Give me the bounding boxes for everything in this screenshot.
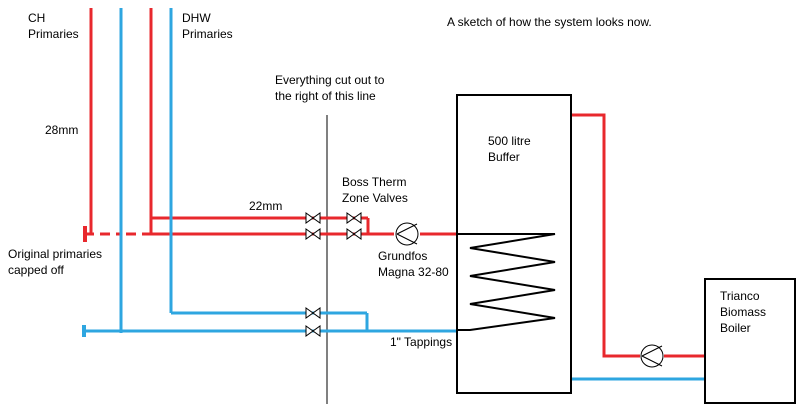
buffer-heating-coil [457,233,556,331]
valve-icon [305,325,321,337]
valve-icon [346,212,362,224]
ch-primaries-label: CH Primaries [28,11,79,41]
valve-icon [346,228,362,240]
tappings-label: 1" Tappings [390,335,452,349]
valve-icon [305,307,321,319]
buffer-tank [456,94,572,394]
cut-note-label: Everything cut out to the right of this … [275,73,388,103]
pump-icon [640,344,664,368]
capped-off-label: Original primaries capped off [8,247,105,277]
valve-icon [305,228,321,240]
pipe-size-28mm-label: 28mm [45,123,78,137]
valve-icon [305,212,321,224]
pump-label: Grundfos Magna 32-80 [378,249,449,279]
boiler-label: Trianco Biomass Boiler [720,289,769,335]
pipe-size-22mm-label: 22mm [249,199,282,213]
zone-valves-label: Boss Therm Zone Valves [342,175,410,205]
pump-icon [395,222,419,246]
return-pipes [84,8,705,381]
diagram-title: A sketch of how the system looks now. [447,15,652,29]
boiler-flow-pipe [572,113,640,358]
buffer-label: 500 litre Buffer [488,134,534,164]
biomass-boiler [704,278,796,404]
dhw-primaries-label: DHW Primaries [182,11,233,41]
